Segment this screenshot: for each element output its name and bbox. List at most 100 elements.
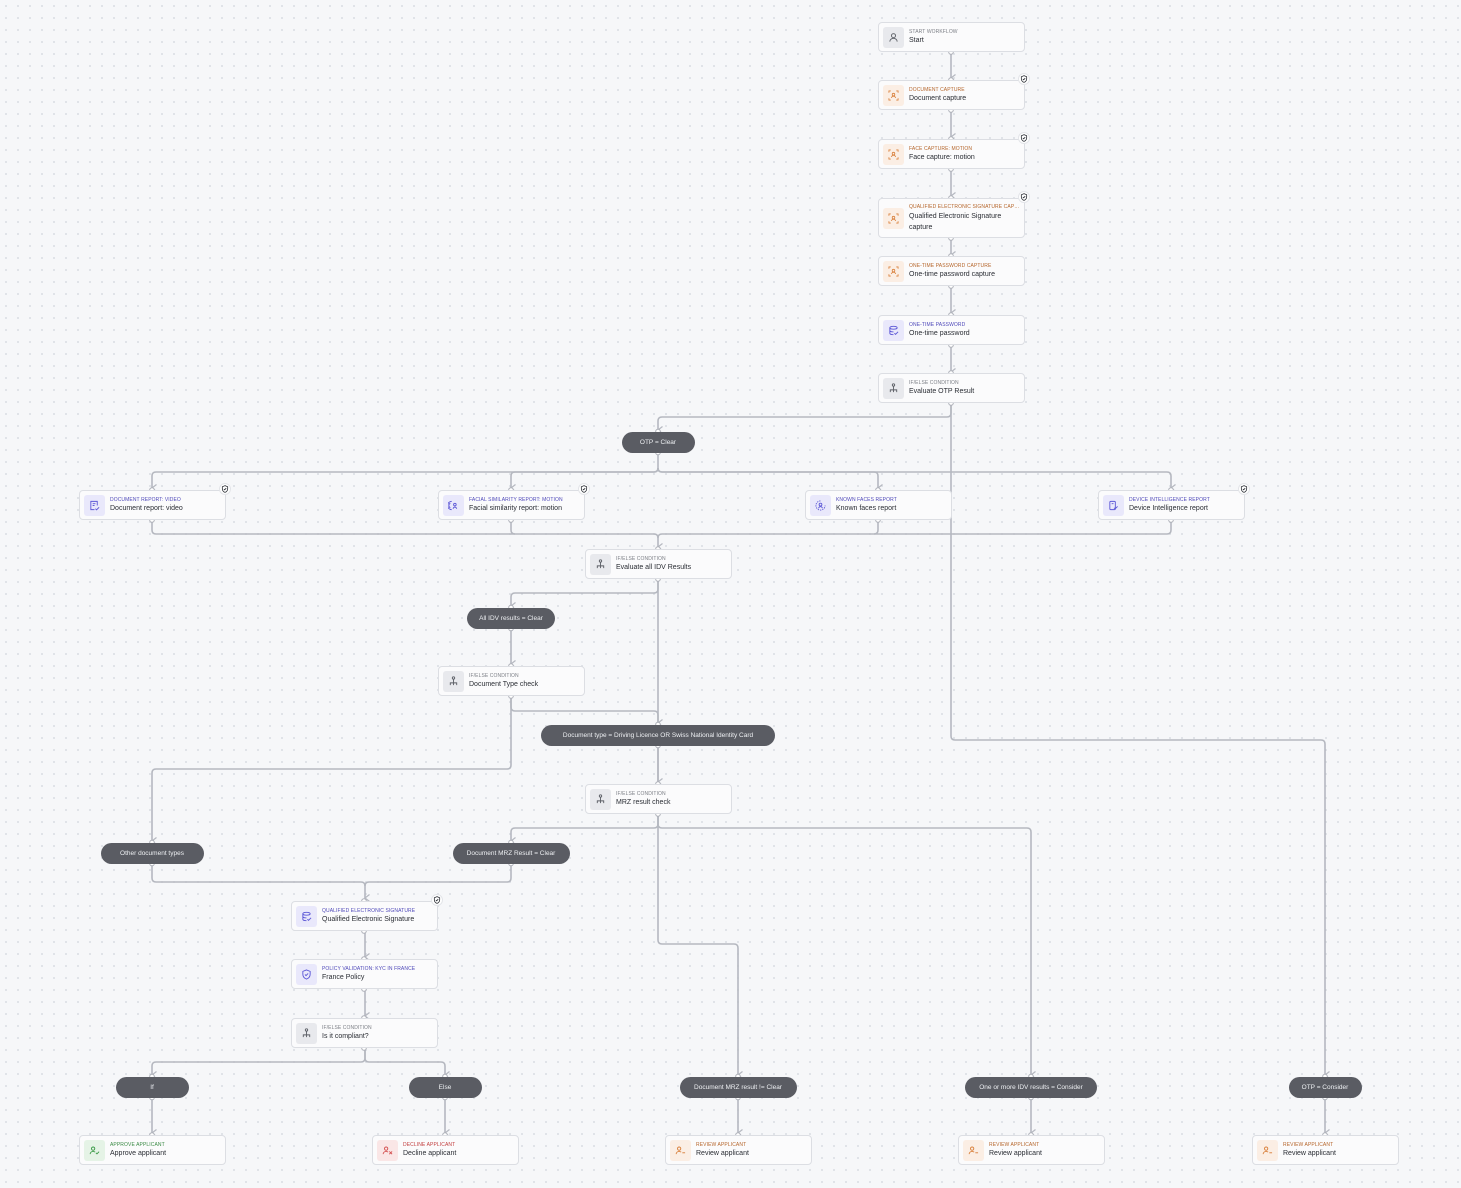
- shield-icon: [296, 963, 317, 985]
- edge: [657, 578, 1036, 1079]
- workflow-node-eval-idv[interactable]: If/else conditionEvaluate all IDV Result…: [585, 549, 732, 579]
- workflow-node-doc-capture[interactable]: Document captureDocument capture: [878, 80, 1025, 110]
- workflow-node-review-otp[interactable]: Review applicantReview applicant: [1252, 1135, 1399, 1165]
- node-category: Qualified electronic signature: [322, 907, 416, 914]
- node-text: Qualified electronic signatureQualified …: [322, 908, 415, 925]
- user-minus-icon: [1257, 1139, 1278, 1161]
- node-text: Review applicantReview applicant: [1283, 1142, 1336, 1159]
- condition-pill-if[interactable]: If: [115, 1076, 189, 1098]
- branch-icon: [883, 377, 904, 399]
- workflow-node-france-policy[interactable]: Policy validation: KYC in FranceFrance P…: [291, 959, 438, 989]
- workflow-node-start[interactable]: Start workflowStart: [878, 22, 1025, 52]
- node-title: Facial similarity report: motion: [469, 504, 562, 512]
- node-text: If/else conditionEvaluate OTP Result: [909, 380, 974, 397]
- node-text: Document captureDocument capture: [909, 87, 966, 104]
- verified-shield-icon: [431, 894, 443, 906]
- edge: [510, 813, 659, 845]
- user-minus-icon: [963, 1139, 984, 1161]
- workflow-node-face-capture[interactable]: Face capture: motionFace capture: motion: [878, 139, 1025, 169]
- node-category: If/else condition: [322, 1024, 372, 1031]
- workflow-node-facial-report[interactable]: Facial similarity report: motionFacial s…: [438, 490, 585, 520]
- workflow-node-eval-otp[interactable]: If/else conditionEvaluate OTP Result: [878, 373, 1025, 403]
- node-text: Approve applicantApprove applicant: [110, 1142, 166, 1159]
- edge: [510, 695, 663, 727]
- node-title: One-time password: [909, 329, 970, 337]
- node-category: Face capture: motion: [909, 145, 973, 152]
- node-category: Start workflow: [909, 28, 958, 35]
- node-category: Decline applicant: [403, 1141, 456, 1148]
- workflow-node-known-faces[interactable]: Known faces reportKnown faces report: [805, 490, 952, 520]
- workflow-node-doc-report[interactable]: Document report: videoDocument report: v…: [79, 490, 226, 520]
- stack-icon: [883, 319, 904, 341]
- condition-pill-mrz-not-clear[interactable]: Document MRZ result != Clear: [679, 1076, 797, 1098]
- workflow-node-device-intel[interactable]: Device intelligence reportDevice Intelli…: [1098, 490, 1245, 520]
- user-check-icon: [84, 1139, 105, 1161]
- edge: [657, 813, 743, 1079]
- node-title: Evaluate OTP Result: [909, 387, 975, 395]
- verified-shield-icon: [219, 483, 231, 495]
- workflow-node-review-mrz[interactable]: Review applicantReview applicant: [665, 1135, 812, 1165]
- verified-shield-icon: [1018, 191, 1030, 203]
- node-text: Start workflowStart: [909, 29, 958, 46]
- condition-pill-doc-type-dl[interactable]: Document type = Driving Licence OR Swiss…: [541, 724, 775, 746]
- node-title: Evaluate all IDV Results: [616, 563, 692, 571]
- node-category: Review applicant: [1283, 1141, 1334, 1148]
- node-title: Approve applicant: [110, 1149, 167, 1157]
- node-title: Document report: video: [110, 504, 183, 512]
- condition-pill-mrz-clear[interactable]: Document MRZ Result = Clear: [452, 842, 570, 864]
- edge: [151, 519, 663, 551]
- face-group-icon: [810, 494, 831, 516]
- node-text: If/else conditionMRZ result check: [616, 791, 670, 808]
- node-category: If/else condition: [469, 672, 519, 679]
- node-title: Document Type check: [469, 680, 539, 688]
- condition-pill-idv-consider[interactable]: One or more IDV results = Consider: [965, 1076, 1097, 1098]
- node-title: France Policy: [322, 973, 365, 981]
- workflow-node-compliant[interactable]: If/else conditionIs it compliant?: [291, 1018, 438, 1048]
- node-text: Device intelligence reportDevice Intelli…: [1129, 497, 1210, 514]
- workflow-node-doc-type-check[interactable]: If/else conditionDocument Type check: [438, 666, 585, 696]
- workflow-node-otp[interactable]: One-time passwordOne-time password: [878, 315, 1025, 345]
- node-text: If/else conditionIs it compliant?: [322, 1025, 372, 1042]
- node-text: Face capture: motionFace capture: motion: [909, 146, 975, 163]
- branch-icon: [590, 553, 611, 575]
- workflow-node-decline[interactable]: Decline applicantDecline applicant: [372, 1135, 519, 1165]
- condition-pill-otp-consider[interactable]: OTP = Consider: [1288, 1076, 1362, 1098]
- branch-icon: [296, 1022, 317, 1044]
- edge: [510, 519, 516, 535]
- node-category: Known faces report: [836, 496, 897, 503]
- condition-pill-idv-clear[interactable]: All IDV results = Clear: [467, 607, 555, 629]
- condition-pill-other-docs[interactable]: Other document types: [100, 842, 204, 864]
- node-category: Review applicant: [696, 1141, 747, 1148]
- workflow-node-qes-capture[interactable]: Qualified electronic signature captureQu…: [878, 198, 1025, 238]
- node-text: Review applicantReview applicant: [696, 1142, 749, 1159]
- verified-shield-icon: [1018, 132, 1030, 144]
- node-title: Qualified Electronic Signature capture: [909, 212, 1002, 231]
- capture-icon: [883, 84, 904, 106]
- workflow-node-mrz-check[interactable]: If/else conditionMRZ result check: [585, 784, 732, 814]
- workflow-node-qes[interactable]: Qualified electronic signatureQualified …: [291, 901, 438, 931]
- edge: [151, 864, 370, 902]
- condition-pill-otp-clear[interactable]: OTP = Clear: [621, 431, 695, 453]
- edge: [364, 864, 512, 887]
- node-text: Document report: videoDocument report: v…: [110, 497, 183, 514]
- node-title: Known faces report: [836, 504, 897, 512]
- user-x-icon: [377, 1139, 398, 1161]
- node-title: Face capture: motion: [909, 153, 975, 161]
- branch-icon: [443, 670, 464, 692]
- node-title: Review applicant: [696, 1149, 749, 1157]
- node-category: Facial similarity report: motion: [469, 496, 563, 503]
- workflow-node-review-idv[interactable]: Review applicantReview applicant: [958, 1135, 1105, 1165]
- workflow-node-otp-capture[interactable]: One-time password captureOne-time passwo…: [878, 256, 1025, 286]
- workflow-node-approve[interactable]: Approve applicantApprove applicant: [79, 1135, 226, 1165]
- node-category: One-time password: [909, 321, 966, 328]
- capture-icon: [883, 260, 904, 282]
- node-title: Decline applicant: [403, 1149, 457, 1157]
- node-category: Policy validation: KYC in France: [322, 965, 416, 972]
- node-title: Device Intelligence report: [1129, 504, 1208, 512]
- node-title: Document capture: [909, 94, 967, 102]
- condition-pill-else[interactable]: Else: [408, 1076, 482, 1098]
- edge: [657, 519, 879, 539]
- node-category: Device intelligence report: [1129, 496, 1210, 503]
- node-title: Qualified Electronic Signature: [322, 915, 415, 923]
